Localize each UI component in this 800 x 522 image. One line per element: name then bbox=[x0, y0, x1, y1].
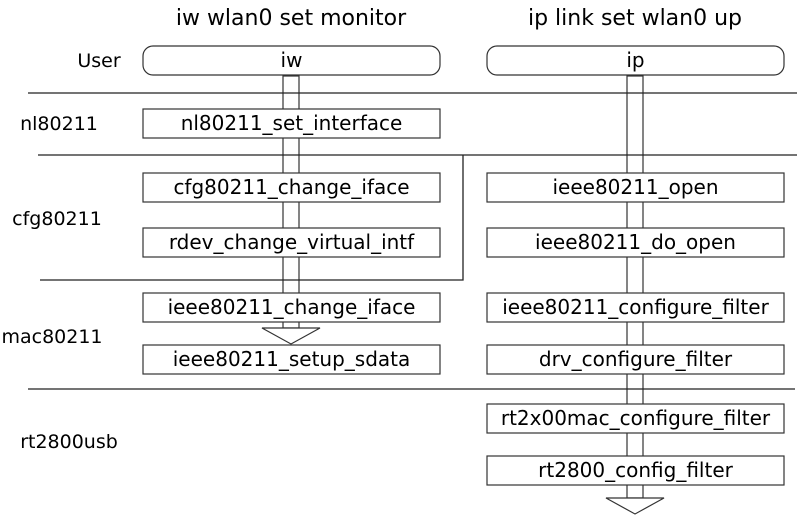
box-drv-configure-filter: drv_configure_filter bbox=[486, 344, 785, 375]
box-rdev-change-virtual-intf-label: rdev_change_virtual_intf bbox=[169, 230, 415, 254]
box-rt2800-config-filter-label: rt2800_config_filter bbox=[538, 458, 733, 482]
box-ip: ip bbox=[486, 45, 785, 76]
box-ip-label: ip bbox=[626, 48, 644, 72]
box-iw: iw bbox=[142, 45, 441, 76]
box-ieee80211-change-iface: ieee80211_change_iface bbox=[142, 292, 441, 323]
layer-label-user: User bbox=[77, 50, 120, 72]
box-iw-label: iw bbox=[281, 48, 303, 72]
box-ieee80211-open: ieee80211_open bbox=[486, 172, 785, 203]
box-rt2x00mac-configure-filter-label: rt2x00mac_configure_filter bbox=[501, 406, 771, 430]
box-rdev-change-virtual-intf: rdev_change_virtual_intf bbox=[142, 227, 441, 258]
box-ieee80211-setup-sdata: ieee80211_setup_sdata bbox=[142, 344, 441, 375]
layer-label-cfg80211: cfg80211 bbox=[12, 208, 102, 230]
cfg80211-bracket bbox=[40, 155, 464, 281]
layer-label-nl80211: nl80211 bbox=[20, 113, 98, 135]
box-ieee80211-do-open-label: ieee80211_do_open bbox=[535, 230, 736, 254]
box-ieee80211-do-open: ieee80211_do_open bbox=[486, 227, 785, 258]
box-rt2x00mac-configure-filter: rt2x00mac_configure_filter bbox=[486, 403, 785, 434]
left-column-title: iw wlan0 set monitor bbox=[176, 6, 407, 31]
box-ieee80211-open-label: ieee80211_open bbox=[552, 175, 718, 199]
box-ieee80211-setup-sdata-label: ieee80211_setup_sdata bbox=[173, 347, 411, 371]
box-cfg80211-change-iface-label: cfg80211_change_iface bbox=[173, 175, 409, 199]
box-nl80211-set-interface: nl80211_set_interface bbox=[142, 108, 441, 139]
layer-label-mac80211: mac80211 bbox=[1, 326, 102, 348]
right-column-title: ip link set wlan0 up bbox=[528, 6, 742, 31]
layer-separators bbox=[28, 92, 797, 390]
box-ieee80211-change-iface-label: ieee80211_change_iface bbox=[168, 295, 416, 319]
box-nl80211-set-interface-label: nl80211_set_interface bbox=[181, 111, 403, 135]
box-ieee80211-configure-filter-label: ieee80211_configure_filter bbox=[502, 295, 769, 319]
box-rt2800-config-filter: rt2800_config_filter bbox=[486, 455, 785, 486]
box-cfg80211-change-iface: cfg80211_change_iface bbox=[142, 172, 441, 203]
layer-label-rt2800usb: rt2800usb bbox=[20, 431, 118, 453]
box-ieee80211-configure-filter: ieee80211_configure_filter bbox=[486, 292, 785, 323]
box-drv-configure-filter-label: drv_configure_filter bbox=[539, 347, 733, 371]
